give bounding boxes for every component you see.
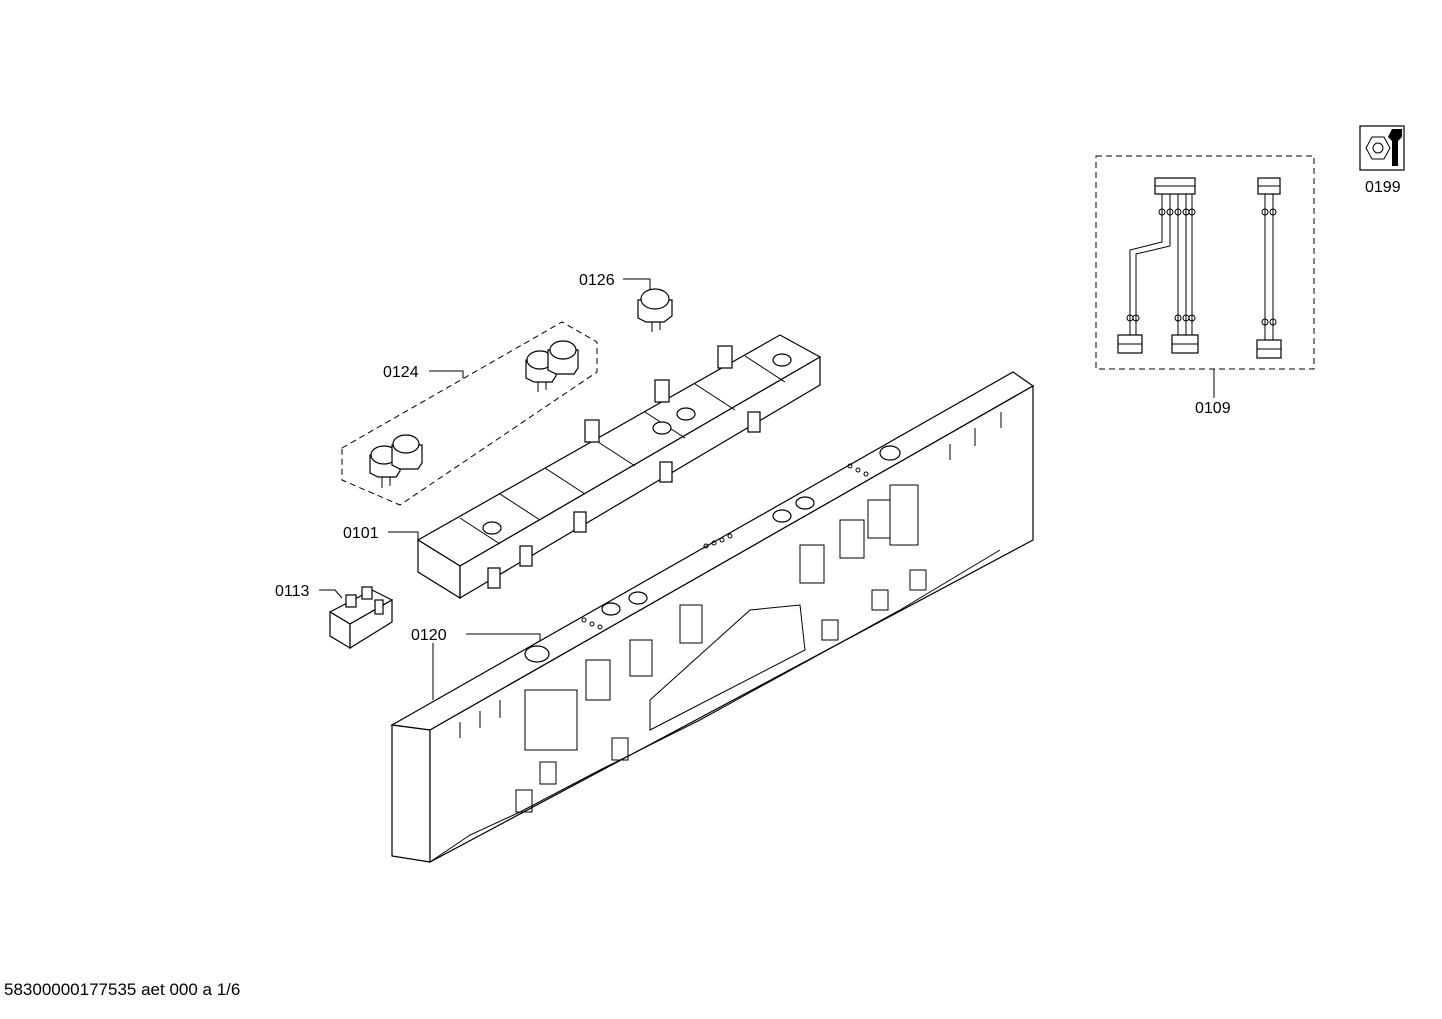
part-0109-wiring-harness[interactable] — [1095, 155, 1315, 398]
part-label-0124: 0124 — [383, 364, 419, 381]
part-label-0120: 0120 — [411, 627, 447, 644]
part-0120-panel-housing[interactable] — [390, 371, 1035, 864]
part-label-0101: 0101 — [343, 525, 379, 542]
part-label-0126: 0126 — [579, 272, 615, 289]
part-label-0109: 0109 — [1195, 400, 1231, 417]
part-0101-control-module[interactable] — [388, 334, 822, 600]
part-0124-button-set[interactable] — [341, 321, 598, 506]
part-0126-button[interactable] — [623, 278, 673, 332]
part-0113-connector[interactable] — [319, 586, 394, 650]
nut-and-wrench-icon[interactable] — [1359, 125, 1405, 171]
part-label-0113: 0113 — [275, 583, 310, 600]
document-footer-id: 58300000177535 aet 000 a 1/6 — [4, 980, 241, 999]
part-label-0199: 0199 — [1365, 179, 1401, 196]
